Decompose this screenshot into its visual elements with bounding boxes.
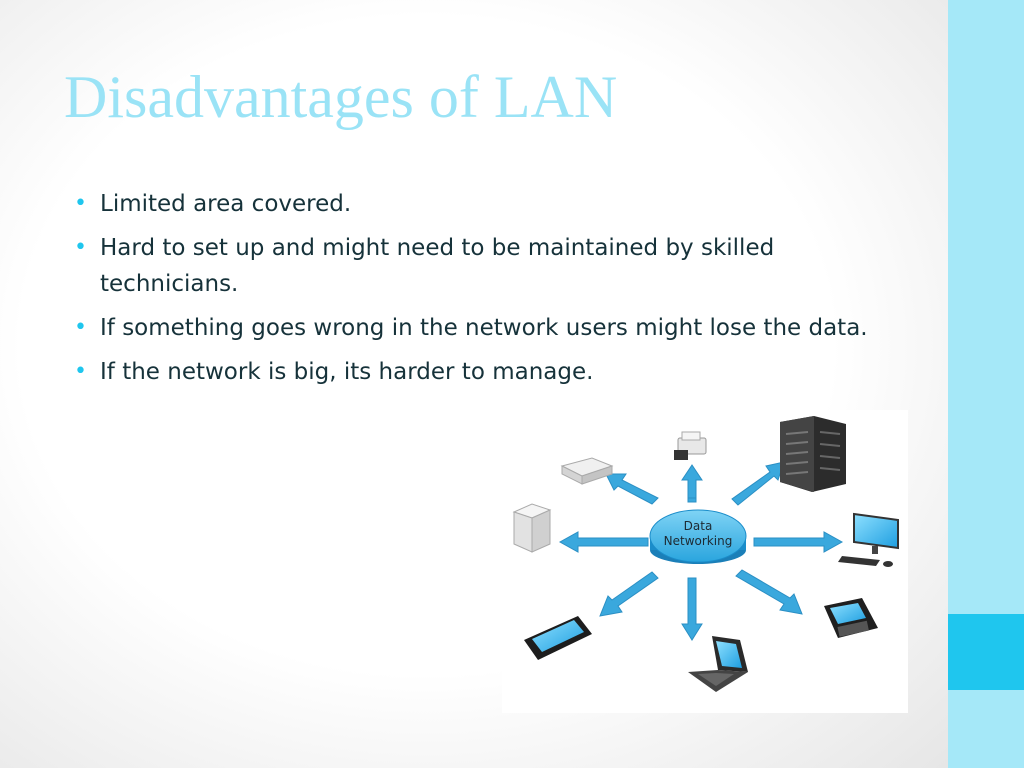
arrow-right-icon — [753, 531, 844, 553]
bullet-list: • Limited area covered. • Hard to set up… — [74, 186, 894, 398]
bullet-item: • If the network is big, its harder to m… — [74, 354, 894, 390]
arrow-down-right-icon — [735, 569, 803, 615]
arrow-up-right-icon — [731, 461, 785, 506]
bullet-item: • Hard to set up and might need to be ma… — [74, 230, 894, 302]
arrow-up-left-icon — [605, 473, 659, 505]
arrow-down-icon — [681, 577, 703, 641]
hub-label-line2: Networking — [664, 534, 733, 548]
server-rack-icon — [780, 416, 846, 492]
arrow-up-icon — [681, 464, 703, 499]
laptop-icon — [688, 636, 748, 692]
smartphone-icon — [524, 616, 592, 660]
bullet-dot-icon: • — [74, 359, 87, 384]
hub-label-line1: Data — [684, 519, 713, 533]
network-diagram-svg: Data Networking — [512, 416, 899, 692]
bullet-dot-icon: • — [74, 235, 87, 260]
arrow-left-icon — [558, 531, 649, 553]
bullet-dot-icon: • — [74, 315, 87, 340]
bullet-text: Limited area covered. — [100, 191, 352, 217]
network-diagram-image: Data Networking — [502, 410, 908, 713]
arrow-down-left-icon — [599, 571, 659, 617]
slide-title: Disadvantages of LAN — [64, 64, 618, 130]
router-icon — [560, 457, 614, 485]
bullet-item: • Limited area covered. — [74, 186, 894, 222]
bullet-text: If the network is big, its harder to man… — [100, 359, 594, 385]
bullet-dot-icon: • — [74, 191, 87, 216]
side-accent-block — [948, 614, 1024, 690]
desktop-monitor-icon — [838, 512, 899, 567]
bullet-item: • If something goes wrong in the network… — [74, 310, 894, 346]
bullet-text: If something goes wrong in the network u… — [100, 315, 868, 341]
arrow-up-tail-icon — [687, 497, 697, 503]
nas-box-icon — [512, 503, 552, 553]
hub-top-shape — [649, 509, 747, 563]
arrows-group — [558, 461, 844, 641]
blackberry-phone-icon — [824, 598, 878, 638]
printer-icon — [674, 431, 707, 460]
bullet-text: Hard to set up and might need to be main… — [100, 235, 775, 297]
data-networking-hub: Data Networking — [649, 509, 747, 564]
